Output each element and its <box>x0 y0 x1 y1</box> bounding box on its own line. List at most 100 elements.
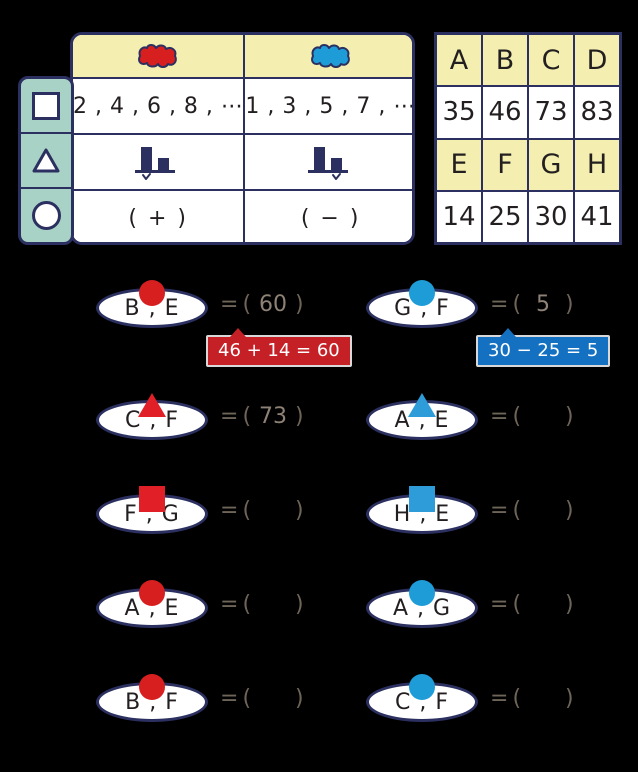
legend-row-header-strip <box>18 76 74 245</box>
callout-text: 46 + 14 = 60 <box>218 340 340 361</box>
equals-sign: = <box>220 403 239 429</box>
blue-circle-marker <box>409 280 435 306</box>
legend-cell-even-sequence: 2 , 4 , 6 , 8 , ⋯ <box>73 79 246 135</box>
value-table-letter-f: F <box>483 139 527 190</box>
value-table-letter-h: H <box>575 139 619 190</box>
legend-row-header-circle <box>21 189 71 242</box>
exercise-oval-wrapper: A , E <box>366 392 478 440</box>
red-circle-marker <box>139 580 165 606</box>
exercise-item: A , G=() <box>366 580 574 628</box>
value-table-value-a: 35 <box>437 87 481 138</box>
exercise-item: B , E =(60) <box>96 280 304 328</box>
answer-paren-open: ( <box>242 685 252 711</box>
circle-marker-shape <box>139 280 165 306</box>
triangle-marker-shape <box>408 393 436 417</box>
exercise-item: G , F=(5) <box>366 280 574 328</box>
answer-value[interactable]: 73 <box>259 403 288 429</box>
answer-group: (5) <box>512 292 573 317</box>
blue-circle-marker <box>409 580 435 606</box>
exercise-item: C , F=() <box>366 674 574 722</box>
bar-chart-check-right-icon <box>307 147 348 180</box>
value-table-letter-b: B <box>483 35 527 86</box>
answer-value[interactable]: 60 <box>259 291 288 317</box>
answer-group: (60) <box>242 292 303 317</box>
calculation-callout: 46 + 14 = 60 <box>206 328 352 367</box>
equals-sign: = <box>490 497 509 523</box>
circle-marker-shape <box>409 674 435 700</box>
answer-paren-close: ) <box>565 403 574 429</box>
callout-text: 30 − 25 = 5 <box>488 340 599 361</box>
circle-marker-shape <box>409 280 435 306</box>
answer-paren-open: ( <box>512 291 522 317</box>
exercise-oval[interactable]: C , F <box>366 682 478 722</box>
equals-sign: = <box>490 685 509 711</box>
equals-sign: = <box>490 291 509 317</box>
exercise-oval-wrapper: F , G <box>96 486 208 534</box>
answer-group: () <box>512 592 573 617</box>
legend-row-header-triangle <box>21 134 71 189</box>
exercise-oval-wrapper: H , E <box>366 486 478 534</box>
value-table-value-g: 30 <box>529 191 573 242</box>
exercise-oval-wrapper: C , F <box>366 674 478 722</box>
calculation-callout: 30 − 25 = 5 <box>476 328 611 367</box>
exercise-oval-wrapper: B , F <box>96 674 208 722</box>
circle-icon <box>31 201 61 230</box>
equals-sign: = <box>490 403 509 429</box>
value-table-letter-c: C <box>529 35 573 86</box>
triangle-icon <box>32 148 60 173</box>
legend-cell-odd-sequence: 1 , 3 , 5 , 7 , ⋯ <box>245 79 415 135</box>
answer-paren-open: ( <box>242 497 252 523</box>
value-table-value-d: 83 <box>575 87 619 138</box>
answer-paren-close: ) <box>565 291 574 317</box>
exercise-item: F , G =() <box>96 486 304 534</box>
answer-paren-close: ) <box>565 591 574 617</box>
exercise-item: A , E=() <box>96 580 304 628</box>
exercise-oval[interactable]: A , G <box>366 588 478 628</box>
circle-marker-shape <box>409 580 435 606</box>
legend-table: 2 , 4 , 6 , 8 , ⋯ 1 , 3 , 5 , 7 , ⋯ ( + … <box>70 32 415 245</box>
legend-row-header-square <box>21 79 71 134</box>
exercise-oval[interactable]: B , F <box>96 682 208 722</box>
answer-paren-close: ) <box>295 291 304 317</box>
equals-sign: = <box>220 497 239 523</box>
equals-sign: = <box>220 291 239 317</box>
value-table-letter-d: D <box>575 35 619 86</box>
value-table-letter-e: E <box>437 139 481 190</box>
answer-paren-close: ) <box>295 685 304 711</box>
answer-paren-open: ( <box>512 591 522 617</box>
triangle-marker-shape <box>138 393 166 417</box>
answer-paren-open: ( <box>242 291 252 317</box>
answer-paren-close: ) <box>295 497 304 523</box>
answer-value[interactable]: 5 <box>536 291 551 317</box>
answer-paren-close: ) <box>295 403 304 429</box>
exercise-oval-wrapper: B , E <box>96 280 208 328</box>
red-square-marker <box>139 486 165 512</box>
blue-square-marker <box>409 486 435 512</box>
answer-group: (73) <box>242 404 303 429</box>
exercise-item: C , F=(73) <box>96 392 304 440</box>
value-lookup-table: A B C D 35 46 73 83 E F G H 14 25 30 41 <box>434 32 622 245</box>
answer-paren-open: ( <box>512 685 522 711</box>
blue-circle-marker <box>409 674 435 700</box>
callout-pointer-icon <box>230 328 246 337</box>
value-table-value-e: 14 <box>437 191 481 242</box>
answer-group: () <box>512 498 573 523</box>
answer-paren-open: ( <box>242 403 252 429</box>
answer-group: () <box>242 592 303 617</box>
odd-sequence-text: 1 , 3 , 5 , 7 , ⋯ <box>245 93 415 119</box>
square-marker-shape <box>409 486 435 512</box>
legend-cell-plus-sign: ( + ) <box>73 191 246 242</box>
legend-column-header-red <box>73 35 246 79</box>
legend-cell-minus-sign: ( − ) <box>245 191 412 242</box>
value-table-value-h: 41 <box>575 191 619 242</box>
equals-sign: = <box>220 685 239 711</box>
blue-blob-icon <box>310 44 350 68</box>
circle-marker-shape <box>139 580 165 606</box>
plus-sign-text: ( + ) <box>128 205 188 231</box>
red-triangle-marker <box>137 392 167 418</box>
answer-paren-open: ( <box>512 497 522 523</box>
even-sequence-text: 2 , 4 , 6 , 8 , ⋯ <box>73 93 244 119</box>
answer-paren-close: ) <box>295 591 304 617</box>
square-icon <box>32 91 60 120</box>
answer-paren-close: ) <box>565 497 574 523</box>
